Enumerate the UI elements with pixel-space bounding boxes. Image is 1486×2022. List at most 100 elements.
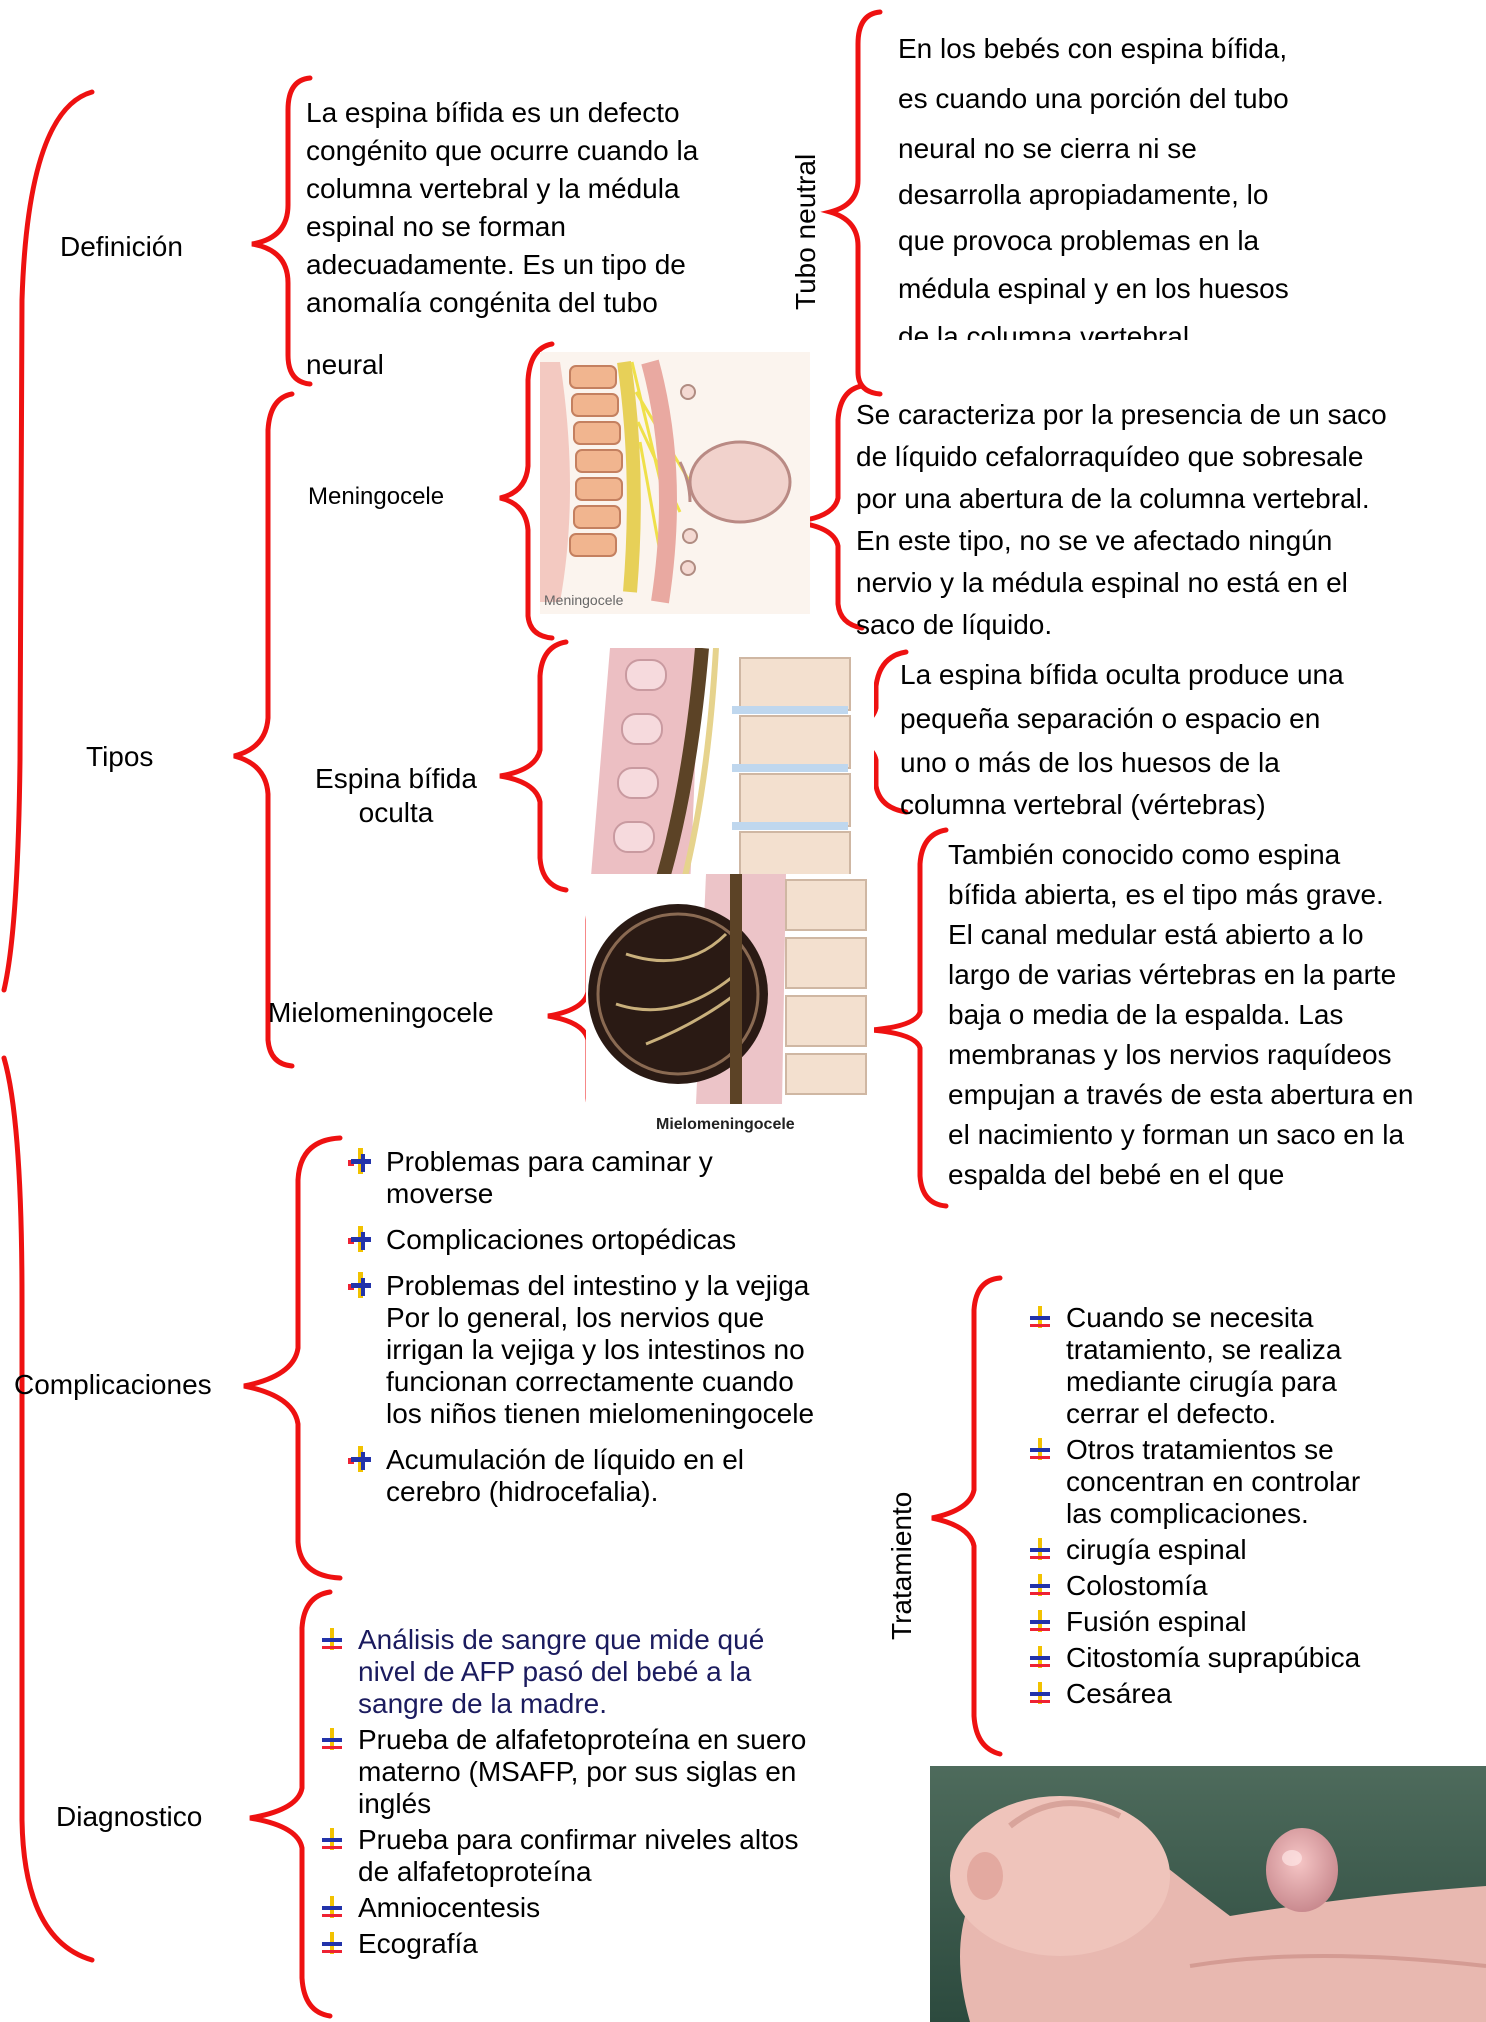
text-line: baja o media de la espalda. Las — [948, 996, 1343, 1034]
text-line: es cuando una porción del tubo — [898, 80, 1289, 118]
pushpin-bullet-icon — [1028, 1304, 1052, 1330]
text-line: el nacimiento y forman un saco en la — [948, 1116, 1404, 1154]
text-line: bífida abierta, es el tipo más grave. — [948, 876, 1384, 914]
list-item: cirugía espinal — [1010, 1534, 1360, 1566]
list-item-line: irrigan la vejiga y los intestinos no — [386, 1334, 814, 1366]
pushpin-bullet-icon — [1028, 1536, 1052, 1562]
oculta-label: Espina bífida oculta — [296, 762, 496, 830]
list-item-line: cerrar el defecto. — [1066, 1398, 1360, 1430]
tratamiento-list: Cuando se necesita tratamiento, se reali… — [1010, 1302, 1360, 1714]
mielo-label: Mielomeningocele — [268, 996, 494, 1030]
list-item-line: Ecografía — [358, 1928, 806, 1960]
pushpin-bullet-icon — [320, 1826, 344, 1852]
list-item-line: Análisis de sangre que mide qué — [358, 1624, 806, 1656]
list-item-line: las complicaciones. — [1066, 1498, 1360, 1530]
text-line: de líquido cefalorraquídeo que sobresale — [856, 438, 1363, 476]
list-item-line: Complicaciones ortopédicas — [386, 1224, 814, 1256]
list-item-line: Por lo general, los nervios que — [386, 1302, 814, 1334]
meningocele-label: Meningocele — [308, 480, 444, 514]
oculta-label-line: Espina bífida — [296, 762, 496, 796]
list-item: Amniocentesis — [302, 1892, 806, 1924]
list-item-line: Acumulación de líquido en el — [386, 1444, 814, 1476]
list-item-line: concentran en controlar — [1066, 1466, 1360, 1498]
list-item-line: Prueba de alfafetoproteína en suero — [358, 1724, 806, 1756]
text-line: También conocido como espina — [948, 836, 1340, 874]
text-line: El canal medular está abierto a lo — [948, 916, 1364, 954]
pushpin-bullet-icon — [1028, 1436, 1052, 1462]
list-item: Ecografía — [302, 1928, 806, 1960]
pushpin-bullet-icon — [320, 1930, 344, 1956]
text-line: desarrolla apropiadamente, lo — [898, 176, 1268, 214]
tubo-neutral-text: En los bebés con espina bífida, es cuand… — [0, 0, 1486, 340]
list-item: Cuando se necesita tratamiento, se reali… — [1010, 1302, 1360, 1430]
pushpin-bullet-icon — [1028, 1644, 1052, 1670]
text-line: largo de varias vértebras en la parte — [948, 956, 1396, 994]
text-line: neural — [306, 346, 384, 384]
list-item-line: Citostomía suprapúbica — [1066, 1642, 1360, 1674]
list-item-line: los niños tienen mielomeningocele — [386, 1398, 814, 1430]
text-line: espalda del bebé en el que — [948, 1156, 1284, 1194]
list-item-line: sangre de la madre. — [358, 1688, 806, 1720]
complicaciones-list: Problemas para caminar y moverse Complic… — [330, 1146, 814, 1512]
text-line: membranas y los nervios raquídeos — [948, 1036, 1392, 1074]
text-line: por una abertura de la columna vertebral… — [856, 480, 1370, 518]
pushpin-bullet-icon — [348, 1272, 372, 1298]
text-line: neural no se cierra ni se — [898, 130, 1197, 168]
list-item-line: Otros tratamientos se — [1066, 1434, 1360, 1466]
pushpin-bullet-icon — [320, 1894, 344, 1920]
text-line: médula espinal y en los huesos — [898, 270, 1289, 308]
text-line: columna vertebral (vértebras) — [900, 786, 1266, 824]
list-item-line: Problemas para caminar y — [386, 1146, 814, 1178]
list-item-line: nivel de AFP pasó del bebé a la — [358, 1656, 806, 1688]
list-item-line: mediante cirugía para — [1066, 1366, 1360, 1398]
mielo-figure: Mielomeningocele — [586, 874, 874, 1138]
list-item-line: Problemas del intestino y la vejiga — [386, 1270, 814, 1302]
text-line: La espina bífida oculta produce una — [900, 656, 1344, 694]
list-item-line: Colostomía — [1066, 1570, 1360, 1602]
list-item: Citostomía suprapúbica — [1010, 1642, 1360, 1674]
list-item: Problemas para caminar y moverse — [330, 1146, 814, 1210]
text-line: nervio y la médula espinal no está en el — [856, 564, 1348, 602]
meningocele-caption: Meningocele — [544, 592, 623, 608]
tipos-label: Tipos — [86, 740, 153, 774]
pushpin-bullet-icon — [320, 1626, 344, 1652]
diagnostico-list: Análisis de sangre que mide qué nivel de… — [302, 1624, 806, 1964]
pushpin-bullet-icon — [348, 1446, 372, 1472]
meningocele-figure: Meningocele — [540, 352, 810, 614]
list-item-line: Amniocentesis — [358, 1892, 806, 1924]
list-item-line: de alfafetoproteína — [358, 1856, 806, 1888]
list-item: Prueba de alfafetoproteína en suero mate… — [302, 1724, 806, 1820]
list-item: Otros tratamientos se concentran en cont… — [1010, 1434, 1360, 1530]
list-item: Complicaciones ortopédicas — [330, 1224, 814, 1256]
list-item: Prueba para confirmar niveles altos de a… — [302, 1824, 806, 1888]
pushpin-bullet-icon — [320, 1726, 344, 1752]
list-item: Fusión espinal — [1010, 1606, 1360, 1638]
list-item-line: cerebro (hidrocefalia). — [386, 1476, 814, 1508]
list-item-line: Prueba para confirmar niveles altos — [358, 1824, 806, 1856]
text-line: saco de líquido. — [856, 606, 1052, 644]
text-line: Se caracteriza por la presencia de un sa… — [856, 396, 1387, 434]
list-item: Análisis de sangre que mide qué nivel de… — [302, 1624, 806, 1720]
text-line: empujan a través de esta abertura en — [948, 1076, 1413, 1114]
baby-photo — [930, 1766, 1486, 2022]
text-line: de la columna vertebral — [898, 318, 1189, 340]
list-item: Problemas del intestino y la vejiga Por … — [330, 1270, 814, 1430]
list-item-line: Cuando se necesita — [1066, 1302, 1360, 1334]
pushpin-bullet-icon — [1028, 1572, 1052, 1598]
pushpin-bullet-icon — [348, 1148, 372, 1174]
diagnostico-label: Diagnostico — [56, 1800, 202, 1834]
text-line: En los bebés con espina bífida, — [898, 30, 1287, 68]
pushpin-bullet-icon — [1028, 1608, 1052, 1634]
text-line: uno o más de los huesos de la — [900, 744, 1280, 782]
list-item-line: tratamiento, se realiza — [1066, 1334, 1360, 1366]
tratamiento-label: Tratamiento — [886, 1492, 918, 1640]
list-item-line: Cesárea — [1066, 1678, 1360, 1710]
pushpin-bullet-icon — [348, 1226, 372, 1252]
pushpin-bullet-icon — [1028, 1680, 1052, 1706]
list-item: Cesárea — [1010, 1678, 1360, 1710]
oculta-figure — [590, 648, 874, 888]
list-item: Colostomía — [1010, 1570, 1360, 1602]
list-item-line: inglés — [358, 1788, 806, 1820]
text-line: En este tipo, no se ve afectado ningún — [856, 522, 1332, 560]
text-line: que provoca problemas en la — [898, 222, 1259, 260]
